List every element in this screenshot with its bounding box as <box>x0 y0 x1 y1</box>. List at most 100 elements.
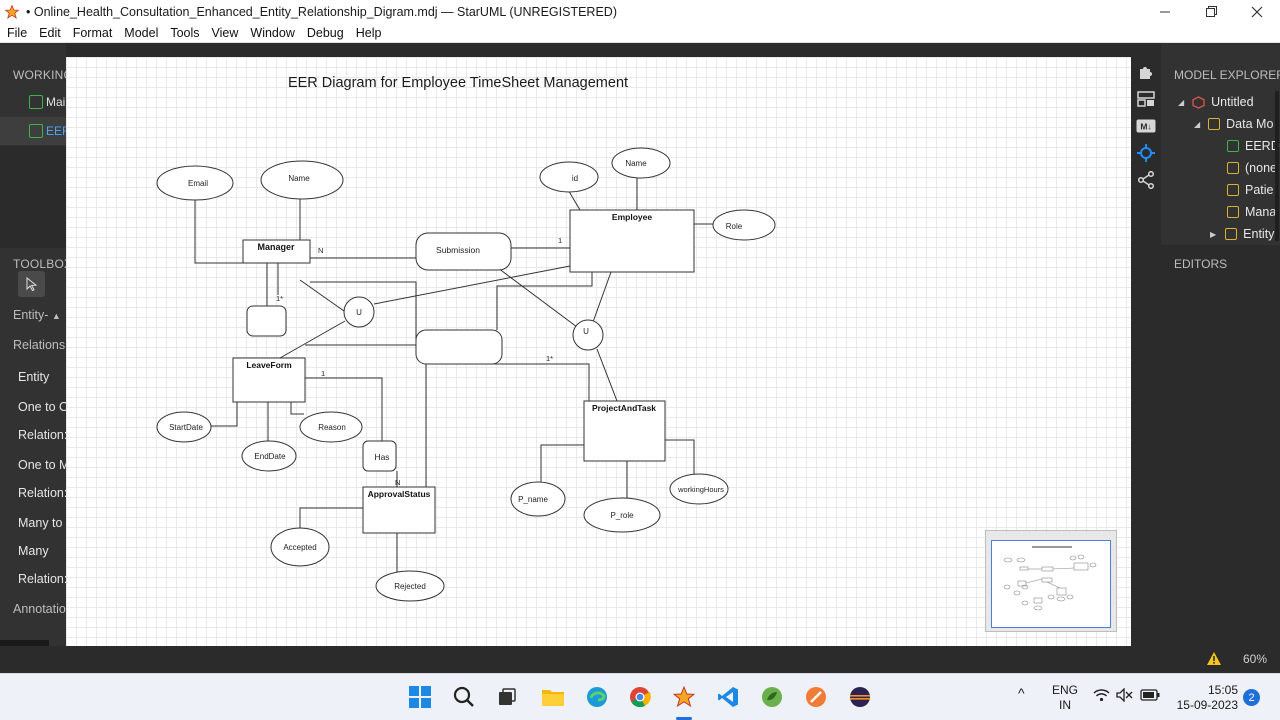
working-file-item-active[interactable]: EER <box>0 117 66 145</box>
attribute-workinghours-label: workingHours <box>677 485 724 494</box>
attribute-workinghours[interactable]: workingHours <box>669 473 729 505</box>
markdown-icon[interactable]: M↓ <box>1136 116 1156 136</box>
union-label: U <box>356 308 362 317</box>
task-view-icon[interactable] <box>494 684 520 710</box>
zoom-level[interactable]: 60% <box>1242 652 1267 666</box>
eclipse-icon[interactable] <box>847 684 873 710</box>
menu-debug[interactable]: Debug <box>306 25 344 40</box>
menu-model[interactable]: Model <box>124 25 159 40</box>
explorer-scrollbar[interactable] <box>1275 91 1279 241</box>
tree-item-data-model[interactable]: ◢ Data Mo <box>1194 117 1274 131</box>
minimize-button[interactable] <box>1142 0 1188 23</box>
tree-item-untitled[interactable]: ◢ Untitled <box>1178 95 1254 109</box>
restore-button[interactable] <box>1188 0 1234 23</box>
toolbox-relation-3[interactable]: Relation: <box>18 572 66 586</box>
working-file-item[interactable]: Mai <box>0 88 66 116</box>
attribute-p-name[interactable]: P_name <box>510 481 566 517</box>
tree-item-none[interactable]: (none <box>1227 157 1277 179</box>
attribute-id[interactable]: id <box>539 161 599 193</box>
svg-text:M↓: M↓ <box>1140 122 1151 132</box>
tree-item-manager[interactable]: Mana <box>1227 201 1276 223</box>
app-green-icon[interactable] <box>759 684 785 710</box>
relationship-submission[interactable]: Submission <box>415 232 512 271</box>
attribute-manager-name[interactable]: Name <box>260 160 344 200</box>
diagram-title: EER Diagram for Employee TimeSheet Manag… <box>288 75 628 91</box>
toolbox-one-to-many[interactable]: One to M <box>18 458 66 472</box>
menu-edit[interactable]: Edit <box>39 25 61 40</box>
warning-icon[interactable] <box>1206 651 1222 669</box>
toolbox-many-to[interactable]: Many to <box>18 516 63 530</box>
app-orange-icon[interactable] <box>803 684 829 710</box>
right-sidebar: MODEL EXPLORER ◢ Untitled ◢ Data Mo EERD… <box>1161 43 1280 646</box>
toolbox-relation-2[interactable]: Relation: <box>18 486 66 500</box>
diagram-minimap[interactable] <box>985 530 1117 632</box>
title-bar: • Online_Health_Consultation_Enhanced_En… <box>0 0 1280 23</box>
left-scrollbar[interactable] <box>0 640 49 646</box>
vscode-icon[interactable] <box>715 684 741 710</box>
menu-help[interactable]: Help <box>355 25 382 40</box>
extensions-icon[interactable] <box>1136 62 1156 82</box>
model-explorer-header: MODEL EXPLORER <box>1174 68 1280 82</box>
toolbox-many[interactable]: Many <box>18 544 49 558</box>
diagram-canvas[interactable]: EER Diagram for Employee TimeSheet Manag… <box>66 57 1131 646</box>
toolbox-one-to-one[interactable]: One to O <box>18 400 66 414</box>
pointer-tool-button[interactable] <box>18 271 45 297</box>
menu-file[interactable]: File <box>7 25 28 40</box>
navigate-icon[interactable] <box>1136 143 1156 163</box>
tree-item-patient[interactable]: Patie <box>1227 179 1274 201</box>
attribute-role[interactable]: Role <box>712 209 776 241</box>
menu-format[interactable]: Format <box>72 25 113 40</box>
entity-projectandtask-label: ProjectAndTask <box>592 403 656 413</box>
entity-projectandtask[interactable]: ProjectAndTask <box>583 400 666 462</box>
attribute-email-label: Email <box>188 179 208 188</box>
menu-window[interactable]: Window <box>250 25 295 40</box>
menu-tools[interactable]: Tools <box>170 25 200 40</box>
toolbox-entity[interactable]: Entity <box>18 370 50 384</box>
close-window-button[interactable] <box>1234 0 1280 23</box>
windows-start-icon[interactable] <box>407 684 433 710</box>
layout-icon[interactable] <box>1136 89 1156 109</box>
entity-manager[interactable]: Manager <box>242 239 311 264</box>
relationship-has[interactable]: Has <box>362 440 397 472</box>
attribute-employee-name[interactable]: Name <box>611 147 671 179</box>
toolbox-group-entity[interactable]: Entity- ▲ <box>13 308 61 322</box>
volume-muted-icon[interactable] <box>1116 687 1133 706</box>
attribute-rejected[interactable]: Rejected <box>375 570 445 602</box>
clock[interactable]: 15:05 15-09-2023 <box>1176 683 1238 712</box>
tray-overflow-icon[interactable]: ^ <box>1018 685 1025 701</box>
attribute-p-role[interactable]: P_role <box>583 497 661 533</box>
notification-badge[interactable]: 2 <box>1243 689 1260 706</box>
file-explorer-icon[interactable] <box>540 684 566 710</box>
attribute-startdate[interactable]: StartDate <box>156 411 212 443</box>
attribute-reason-label: Reason <box>318 423 346 432</box>
left-sidebar: WORKING Mai EER TOOLBOX Entity- ▲ Relati… <box>0 43 66 646</box>
attribute-enddate[interactable]: EndDate <box>241 440 297 472</box>
minimap-viewport[interactable] <box>991 540 1111 628</box>
attribute-id-label: id <box>572 174 578 183</box>
cardinality-label: 1 <box>558 236 562 245</box>
share-icon[interactable] <box>1136 170 1156 190</box>
relationship-unnamed-large[interactable] <box>415 329 503 365</box>
tree-item-entity[interactable]: ▶ Entity <box>1210 227 1275 241</box>
wifi-icon[interactable] <box>1093 688 1110 706</box>
staruml-taskbar-icon[interactable] <box>671 684 697 710</box>
attribute-reason[interactable]: Reason <box>299 411 363 443</box>
battery-icon[interactable] <box>1140 689 1160 705</box>
chrome-browser-icon[interactable] <box>627 684 653 710</box>
entity-approvalstatus[interactable]: ApprovalStatus <box>362 486 436 534</box>
attribute-email[interactable]: Email <box>156 165 234 201</box>
entity-employee[interactable]: Employee <box>569 209 695 273</box>
relationship-unnamed-small[interactable] <box>246 305 287 337</box>
attribute-accepted[interactable]: Accepted <box>270 527 330 567</box>
edge-browser-icon[interactable] <box>584 684 610 710</box>
entity-leaveform[interactable]: LeaveForm <box>232 357 306 403</box>
language-indicator[interactable]: ENG IN <box>1051 683 1078 712</box>
toolbox-annotations[interactable]: Annotatio▼ <box>13 602 66 616</box>
search-icon[interactable] <box>451 684 477 710</box>
union-node-1[interactable]: U <box>343 296 375 328</box>
union-node-2[interactable]: U <box>572 319 604 351</box>
tree-item-eerd[interactable]: EERD <box>1227 135 1280 157</box>
toolbox-relation-1[interactable]: Relation: <box>18 428 66 442</box>
menu-view[interactable]: View <box>211 25 239 40</box>
model-icon <box>1208 118 1221 130</box>
